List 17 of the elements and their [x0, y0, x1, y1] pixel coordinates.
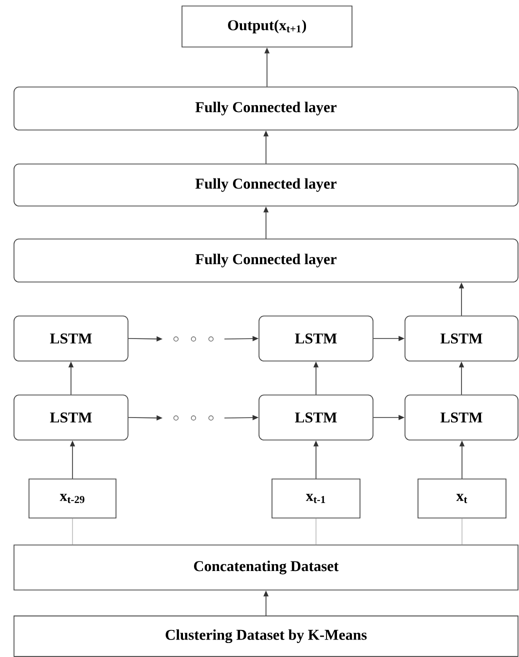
lstm-box: LSTM [14, 316, 128, 362]
input-box: x$_{t}$ [418, 478, 506, 518]
layer-box: Fully Connected layer [14, 164, 518, 206]
ellipsis-dots [174, 336, 214, 342]
lstm-box: LSTM [14, 394, 128, 440]
lstm-box: LSTM [404, 316, 518, 362]
input-box: x$_{t-29}$ [28, 478, 116, 518]
ellipsis-dots [174, 416, 214, 420]
layer-box: Fully Connected layer [14, 238, 518, 282]
layer-box: Fully Connected layer [14, 86, 518, 130]
lstm-box: LSTM [258, 394, 374, 440]
process-box: Concatenating Dataset [14, 544, 518, 590]
process-box: Clustering Dataset by K-Means [14, 616, 518, 657]
lstm-box: LSTM [404, 394, 518, 440]
output-box: Output(x$_{t+1}$) [182, 6, 352, 48]
input-box: x$_{t-1}$ [272, 478, 360, 518]
lstm-box: LSTM [258, 316, 374, 362]
